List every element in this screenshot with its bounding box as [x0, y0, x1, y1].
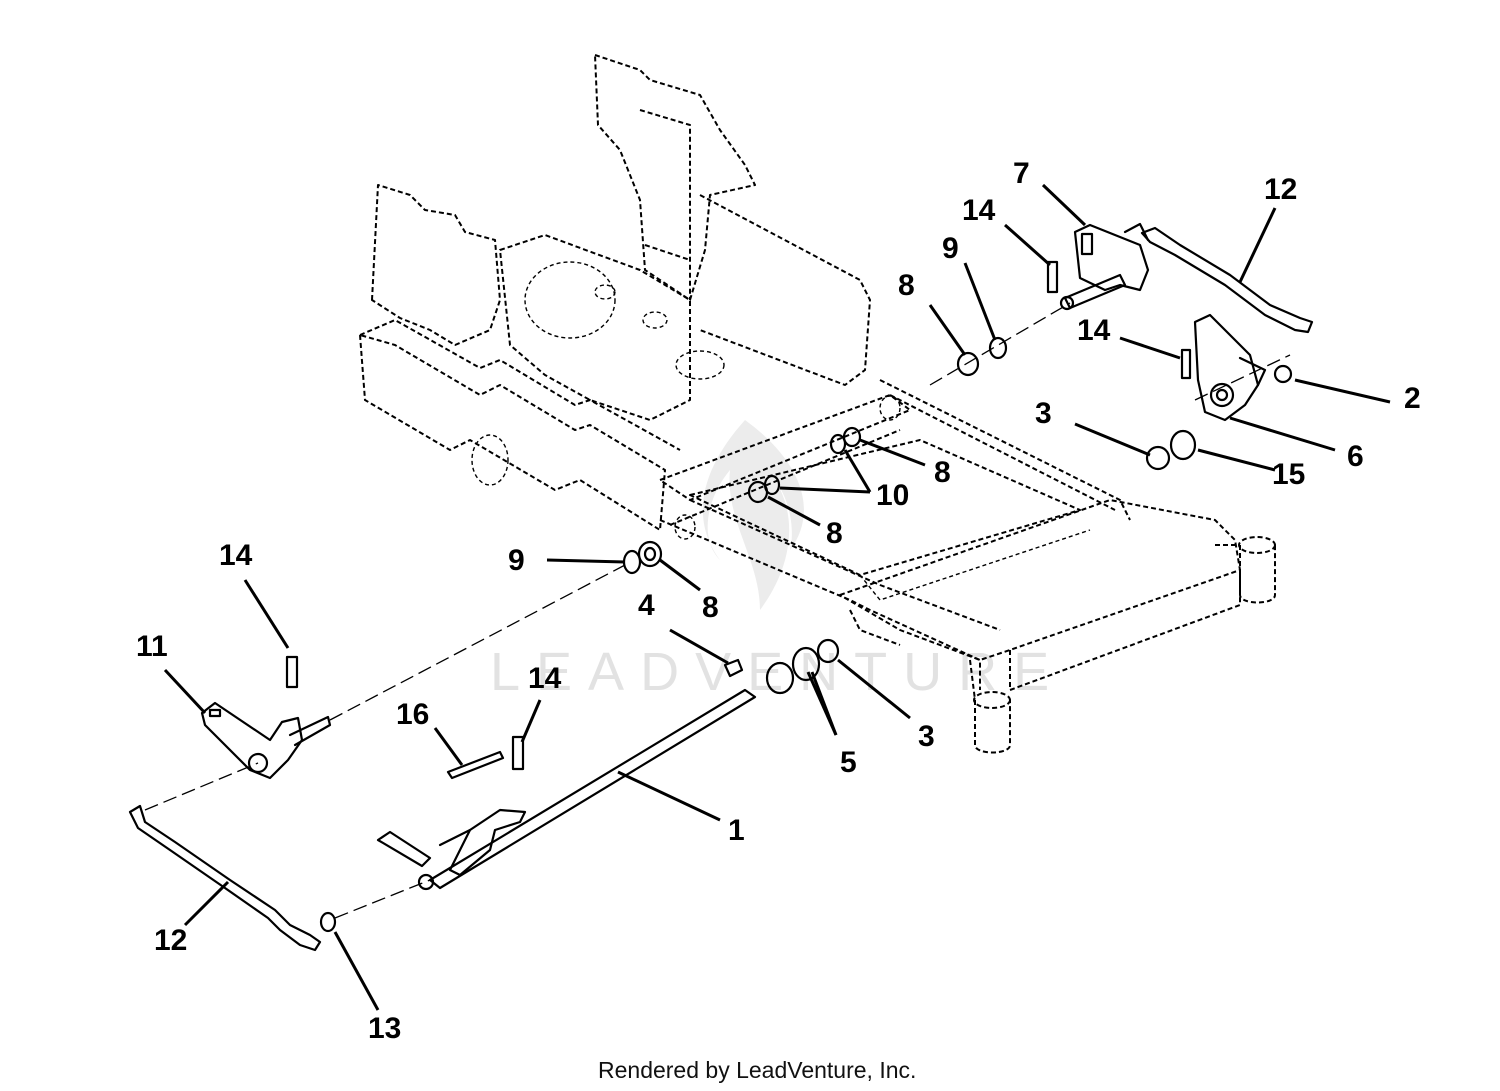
part-14-pin-right — [1180, 348, 1192, 380]
watermark-logo: LEADVENTURE — [490, 420, 1049, 702]
callout-8-center: 8 — [826, 517, 843, 550]
callout-10: 10 — [876, 479, 909, 512]
callout-16: 16 — [396, 698, 429, 731]
part-3-bushing-upper — [1145, 445, 1171, 471]
callout-8-upper: 8 — [898, 269, 915, 302]
part-14-pin-center — [511, 735, 525, 771]
part-2-clip — [1273, 364, 1293, 384]
part-5-washer-b — [791, 646, 821, 682]
callout-11: 11 — [136, 630, 168, 663]
callout-5: 5 — [840, 746, 857, 779]
callout-4: 4 — [638, 589, 655, 622]
callout-13: 13 — [368, 1012, 401, 1045]
part-4-pin — [723, 658, 744, 678]
part-15-washer — [1169, 429, 1197, 461]
leader-lines — [163, 183, 1391, 1011]
part-14-pin-left — [285, 655, 299, 689]
part-10-bushing-a — [763, 474, 781, 496]
callout-12-left: 12 — [154, 924, 187, 957]
callout-12-right: 12 — [1264, 173, 1297, 206]
callout-3-lower: 3 — [918, 720, 935, 753]
callout-9-upper: 9 — [942, 232, 959, 265]
watermark-flame-icon — [702, 420, 804, 610]
part-12-right-link-rod — [1140, 226, 1314, 334]
part-8-bushing-center-b — [842, 426, 862, 448]
part-8-bushing-left — [637, 540, 663, 568]
chassis-frame — [359, 54, 1276, 754]
part-10-bushing-b — [829, 433, 847, 455]
part-7-right-lift-arm — [1059, 222, 1150, 311]
assembly-axes — [144, 302, 1291, 919]
part-8-bushing-upper — [956, 351, 980, 377]
part-9-washer-upper — [988, 336, 1008, 360]
callouts: 7 12 14 9 8 14 2 3 6 15 8 10 8 9 8 14 11… — [136, 157, 1421, 1045]
callout-7: 7 — [1013, 157, 1030, 190]
part-1-lift-shaft — [376, 688, 757, 891]
callout-14-center: 14 — [528, 662, 562, 695]
callout-14-upper: 14 — [962, 194, 996, 227]
callout-9-left: 9 — [508, 544, 525, 577]
part-5-washer-a — [765, 661, 795, 695]
part-11-left-lift-arm — [200, 701, 332, 780]
part-3-bushing-lower — [816, 638, 840, 664]
callout-2: 2 — [1404, 382, 1421, 415]
callout-1: 1 — [728, 814, 745, 847]
callout-14-left: 14 — [219, 539, 253, 572]
footer-credit: Rendered by LeadVenture, Inc. — [598, 1057, 916, 1083]
part-16-key — [446, 750, 505, 780]
callout-8-center-right: 8 — [934, 456, 951, 489]
callout-6: 6 — [1347, 440, 1364, 473]
part-6-bellcrank — [1193, 313, 1267, 422]
part-12-left-link-rod — [128, 804, 322, 952]
part-9-washer-left — [622, 549, 642, 575]
callout-8-left: 8 — [702, 591, 719, 624]
callout-3-upper: 3 — [1035, 397, 1052, 430]
callout-15: 15 — [1272, 458, 1305, 491]
part-13-clip — [319, 911, 337, 933]
callout-14-right: 14 — [1077, 314, 1111, 347]
part-14-pin-upper — [1046, 260, 1059, 294]
